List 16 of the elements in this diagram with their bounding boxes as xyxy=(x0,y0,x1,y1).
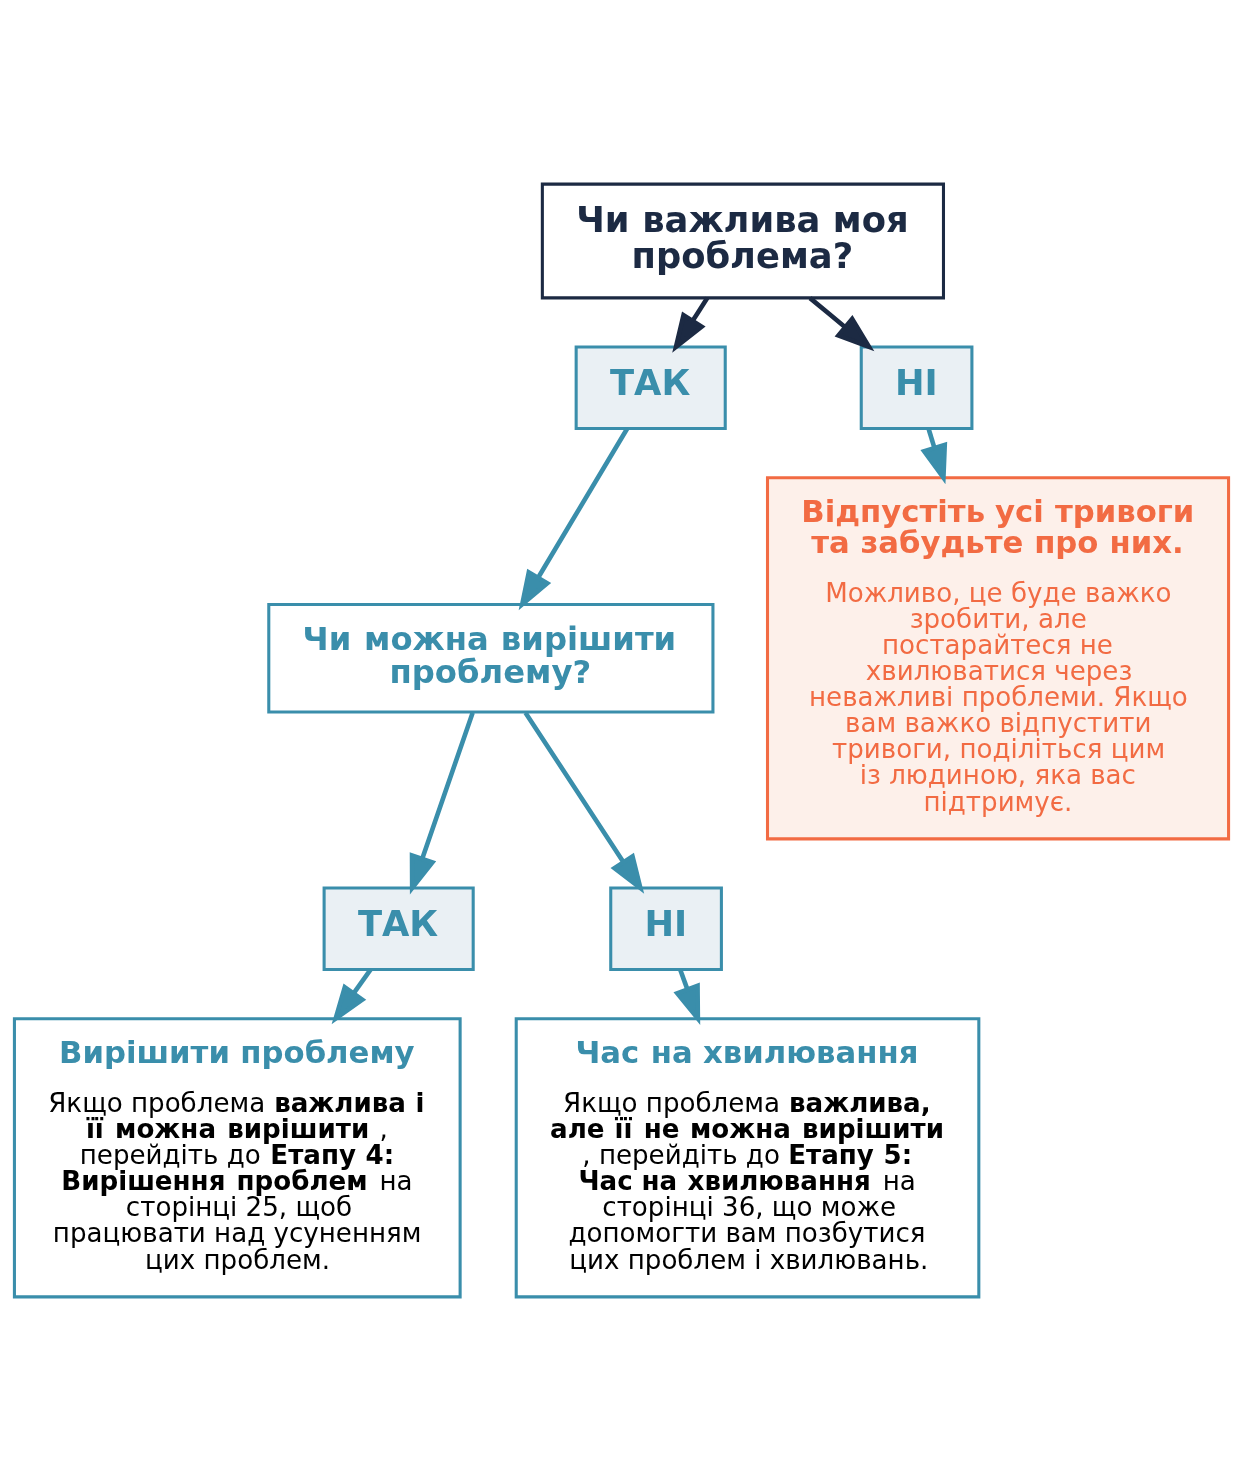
arrow xyxy=(523,710,645,894)
arrow xyxy=(673,968,701,1025)
node-box: Чи важлива моя проблема? xyxy=(540,182,945,299)
arrow xyxy=(518,427,630,610)
node-box: НІ xyxy=(609,886,723,971)
arrow xyxy=(409,711,475,895)
node-box: ТАК xyxy=(322,886,475,971)
arrow xyxy=(808,295,875,351)
node-box: ТАК xyxy=(574,345,727,430)
arrow xyxy=(672,296,710,353)
node-box: Вирішити проблему Якщо проблема важлива і її можна вирішити, перейдіть до Етапу 4: Вирішення проблем на сторінці 25, щоб працювати над усуненням цих проблем. xyxy=(12,1016,462,1298)
node-box: Чи можна вирішити проблему? xyxy=(267,602,715,714)
node-box: Час на хвилювання Якщо проблема важлива, але її не можна вирішити, перейдіть до Етапу 5: Час на хвилювання на сторінці 36, що може допомогти вам позбутися цих проблем і хвилювань. xyxy=(514,1016,981,1298)
node-box: Відпустіть усі тривоги та забудьте про них. Можливо, це буде важко зробити, але постарайтеся не хвилюватися через неважливі проблеми. Якщо вам важко відпустити тривоги, поділіться цим із людиною, яка вас підтримує. xyxy=(765,475,1231,840)
arrow xyxy=(920,427,948,484)
node-box: НІ xyxy=(859,345,974,430)
